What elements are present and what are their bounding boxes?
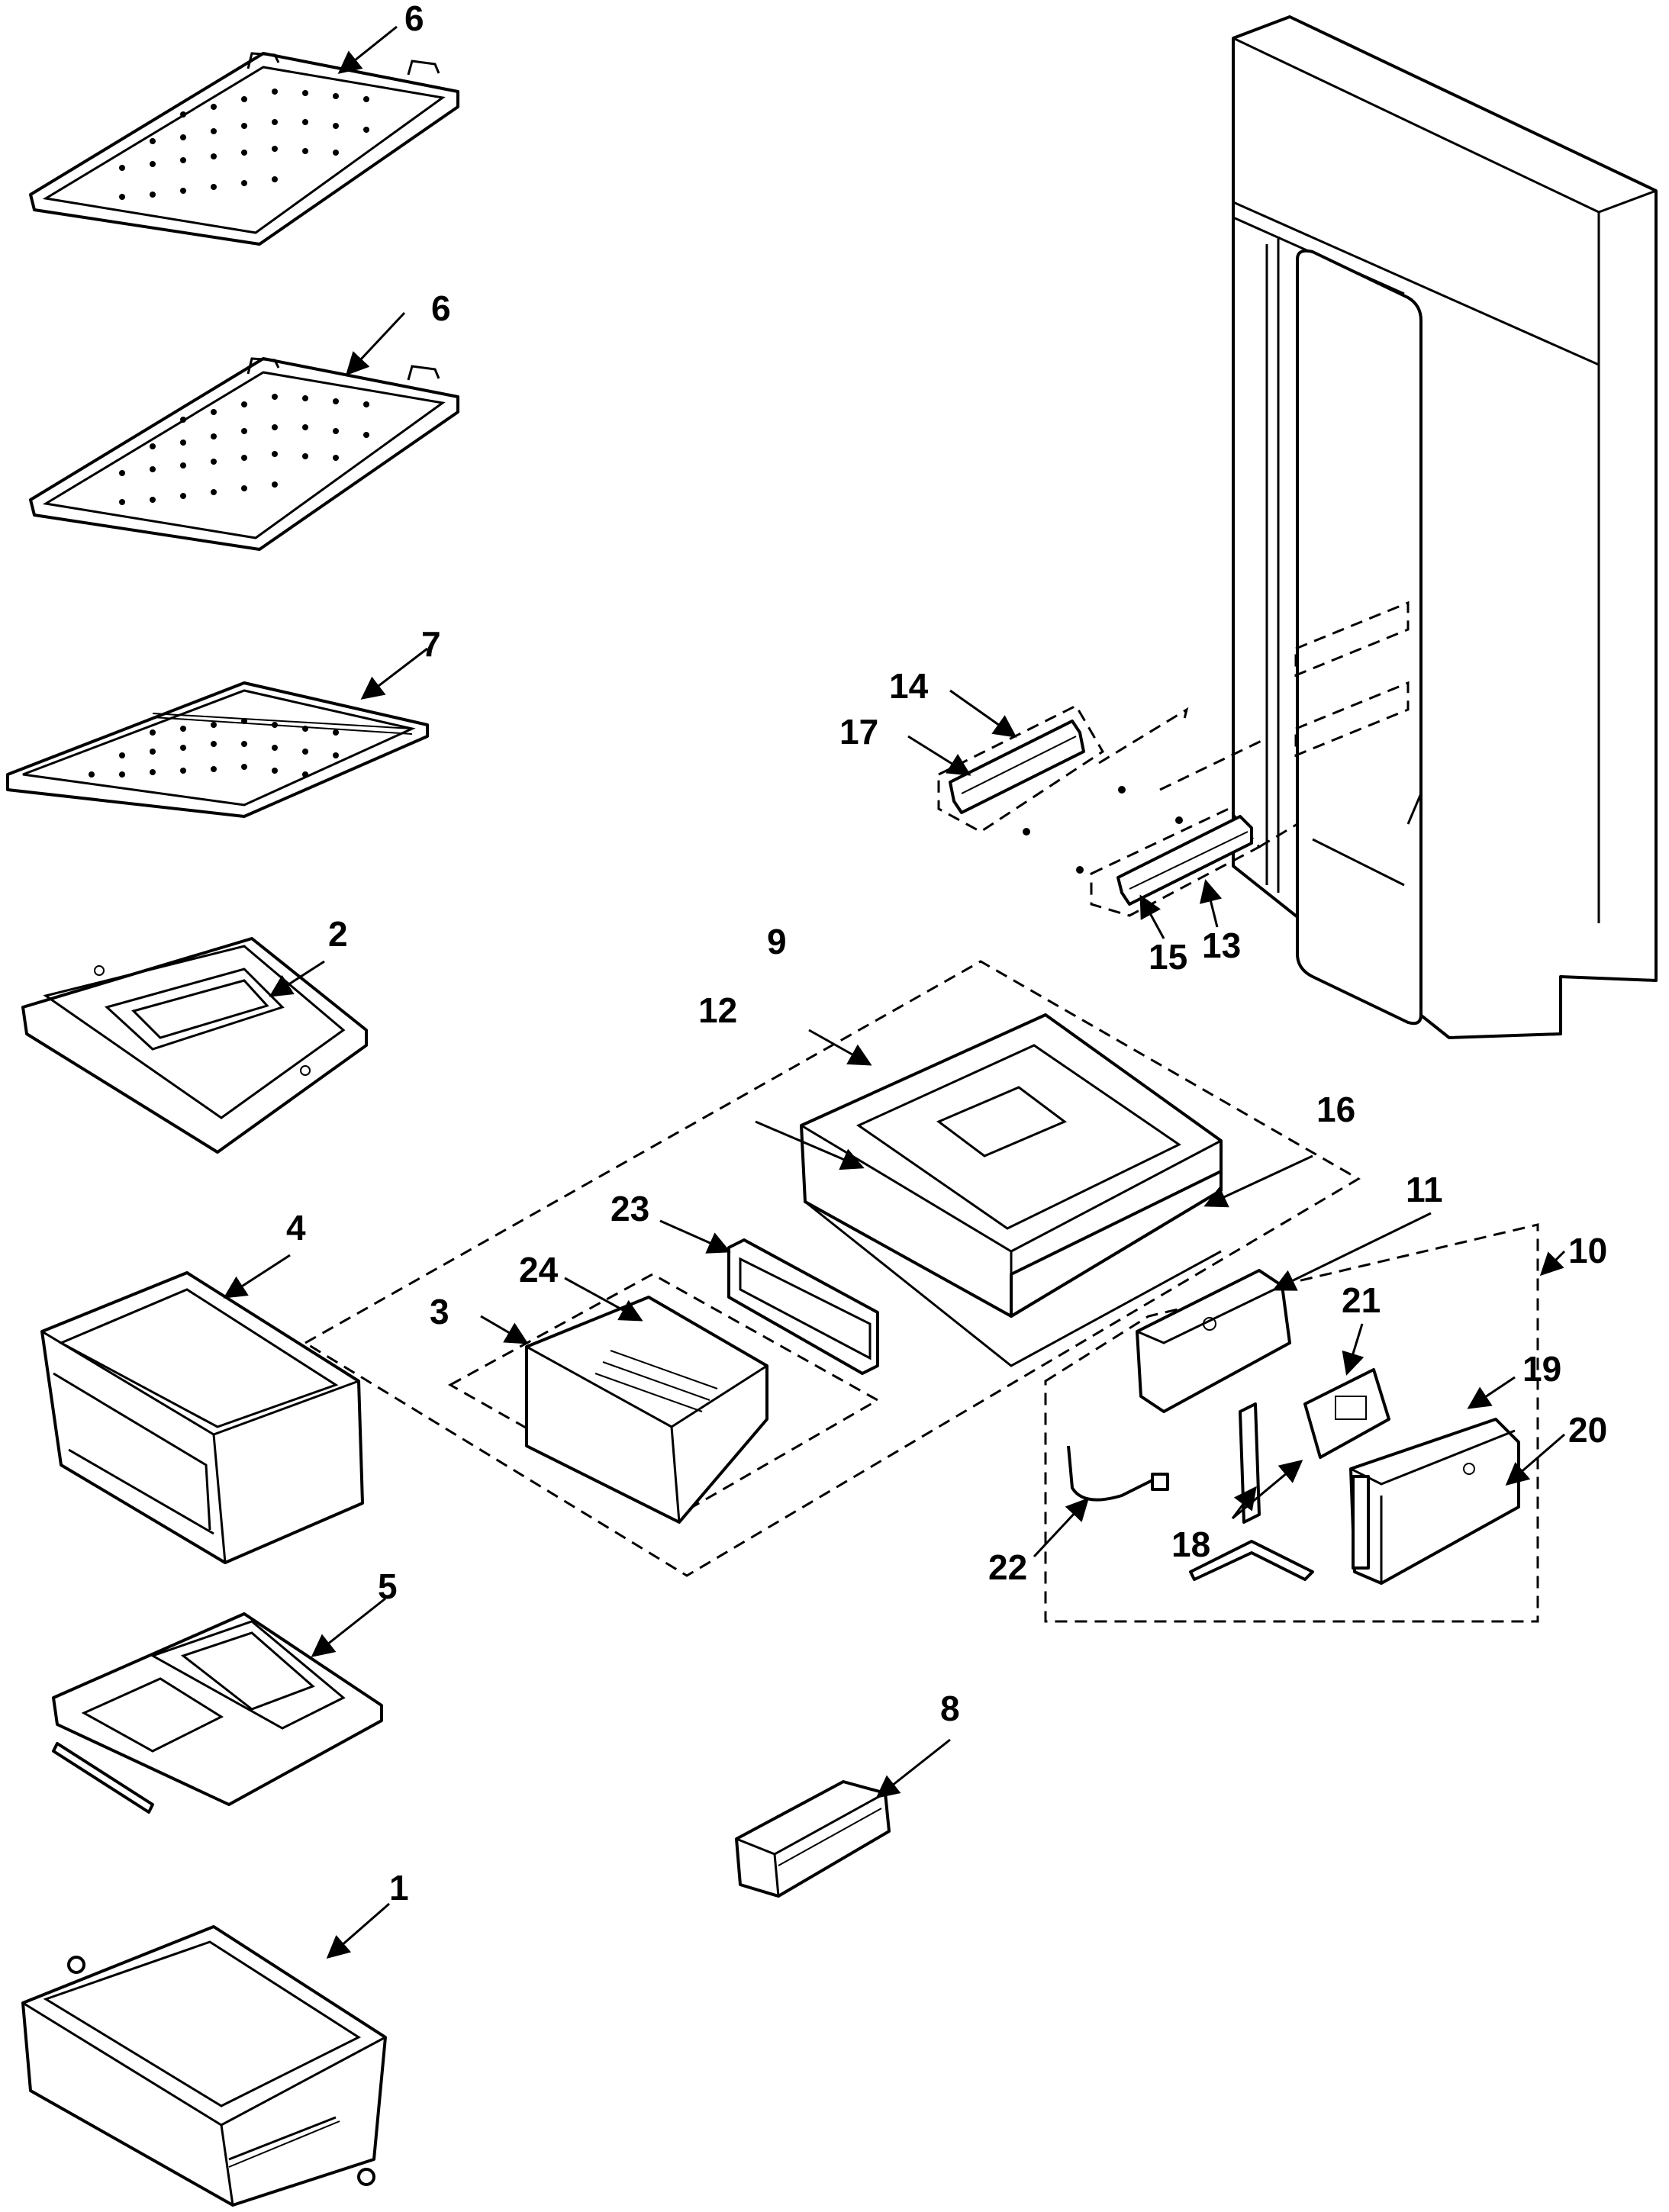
guide-line-a [1098,707,1189,765]
leader-lines [223,25,1566,1959]
assembly-9-outline [303,960,1361,1577]
refrigerator-cabinet [1232,15,1658,1039]
callout-6-second: 6 [431,288,451,328]
guide-line-c [1258,823,1298,848]
shelf-7[interactable] [6,681,429,818]
callout-5: 5 [378,1566,398,1606]
callout-23: 23 [611,1189,649,1228]
callout-18: 18 [1171,1525,1210,1564]
crisper-cover-5[interactable] [52,1612,383,1814]
wire-harness-22[interactable] [1067,1445,1169,1502]
glass-panel-23[interactable] [727,1238,879,1375]
callout-14: 14 [889,666,929,706]
callout-labels: 6 6 7 2 4 5 1 8 9 12 16 23 24 3 11 10 21… [286,0,1607,1908]
callout-19: 19 [1522,1349,1561,1389]
crisper-drawer-4[interactable] [40,1271,364,1564]
shelf-6-top[interactable] [29,52,459,246]
callout-11: 11 [1406,1170,1443,1209]
callout-16: 16 [1316,1090,1355,1129]
callout-7: 7 [421,624,441,664]
slide-rail-13-15[interactable] [1116,815,1253,906]
assembly-10-outline [1044,1223,1539,1623]
screw-icon [1076,866,1084,874]
callout-21: 21 [1342,1280,1381,1320]
control-housing-19[interactable] [1349,1418,1520,1585]
callout-10: 10 [1568,1231,1607,1270]
slide-rail-outline [1090,807,1261,917]
crisper-drawer-1[interactable] [21,1925,387,2207]
shelf-6-second[interactable] [29,357,459,551]
callout-1: 1 [389,1868,409,1908]
callout-20: 20 [1568,1410,1607,1450]
callout-17: 17 [839,712,878,752]
callout-9: 9 [767,922,787,961]
callout-6-top: 6 [404,0,424,38]
control-board-21[interactable] [1303,1368,1390,1459]
callout-4: 4 [286,1208,306,1248]
screw-icon [1023,828,1030,836]
callout-12: 12 [698,990,737,1030]
callout-15: 15 [1149,937,1187,977]
slide-assembly-outline [937,704,1105,833]
callout-8: 8 [940,1689,960,1728]
screw-icon [1175,816,1183,824]
drawer-housing-12[interactable] [800,1013,1223,1367]
callout-13: 13 [1202,926,1241,965]
callout-24: 24 [519,1250,559,1290]
crisper-cover-2[interactable] [21,937,368,1154]
slide-rail-14[interactable] [949,720,1085,814]
callout-2: 2 [328,914,348,954]
meat-drawer-24[interactable] [525,1296,768,1524]
screw-icon [1118,786,1126,794]
door-bin-8[interactable] [735,1780,891,1898]
control-cover-11[interactable] [1136,1269,1291,1413]
callout-22: 22 [988,1547,1027,1587]
callout-3: 3 [430,1292,449,1331]
